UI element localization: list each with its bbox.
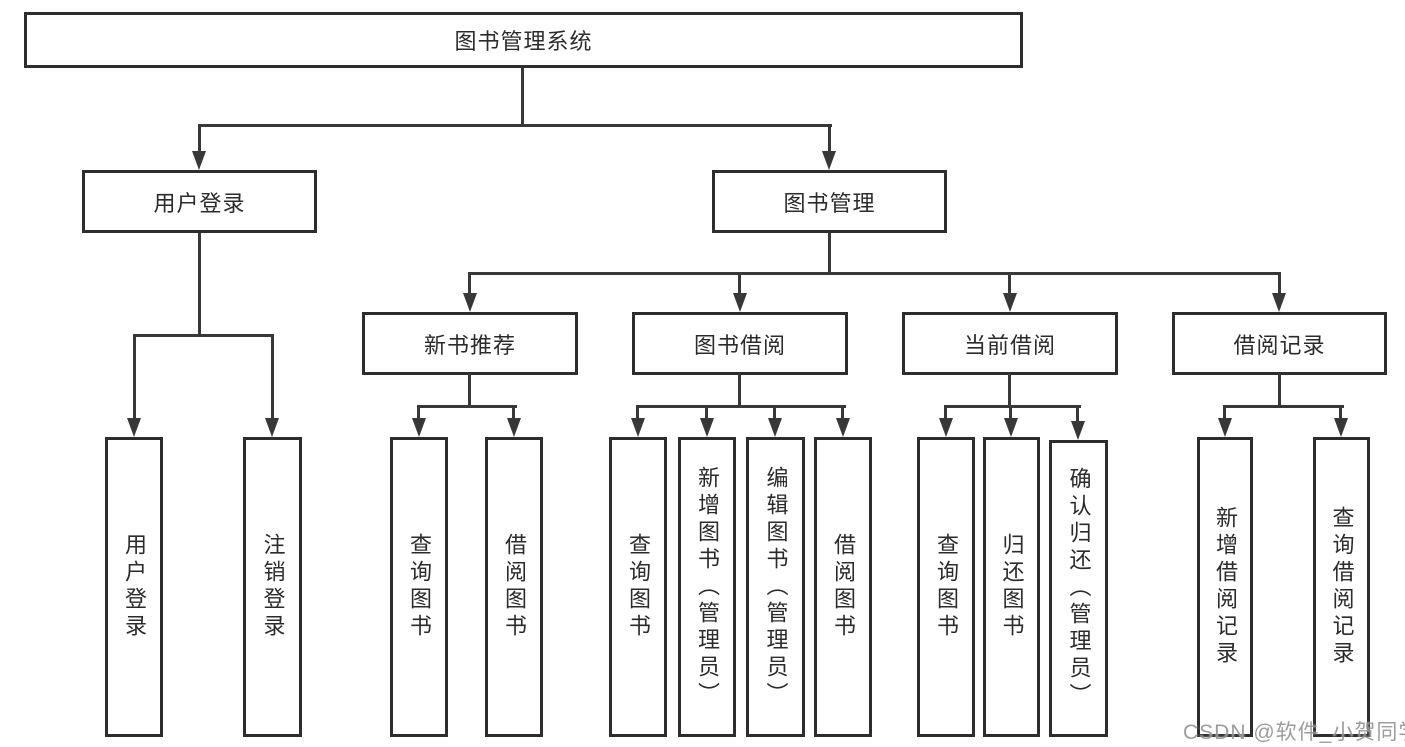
connector-line: [468, 272, 1281, 275]
node-current-borrowing: 当前借阅: [902, 312, 1118, 375]
connector-line: [468, 373, 471, 407]
connector-line: [133, 334, 274, 337]
connector-line: [738, 272, 741, 295]
node-label: 注销登录: [260, 533, 286, 641]
node-label: 归还图书: [999, 533, 1025, 641]
connector-line: [841, 405, 844, 420]
node-user-login: 用户登录: [82, 170, 317, 233]
node-label: 借阅图书: [502, 533, 527, 641]
connector-arrow: [463, 293, 477, 312]
leaf-confirm-return-admin: 确认归还（管理员）: [1049, 440, 1108, 737]
connector-line: [417, 405, 420, 420]
connector-line: [1223, 405, 1226, 420]
connector-arrow: [1334, 418, 1348, 437]
connector-line: [1223, 405, 1344, 408]
connector-arrow: [1272, 293, 1286, 312]
connector-line: [1339, 405, 1342, 420]
node-label: 新增借阅记录: [1213, 506, 1238, 668]
connector-line: [636, 405, 846, 408]
node-label: 图书管理: [783, 190, 876, 216]
connector-arrow: [631, 418, 645, 437]
leaf-query-books-2: 查询图书: [609, 437, 667, 737]
connector-arrow: [507, 418, 521, 437]
node-label: 当前借阅: [963, 332, 1056, 358]
connector-arrow: [192, 151, 206, 170]
node-label: 图书借阅: [693, 332, 786, 358]
connector-line: [738, 373, 741, 407]
node-label: 借阅记录: [1233, 332, 1326, 358]
node-label: 编辑图书（管理员）: [763, 465, 789, 709]
connector-line: [1009, 405, 1012, 420]
connector-line: [828, 124, 831, 153]
node-label: 确认归还（管理员）: [1066, 467, 1092, 710]
node-label: 图书管理系统: [454, 29, 593, 54]
connector-arrow: [1004, 418, 1018, 437]
node-new-book-recommend: 新书推荐: [362, 312, 578, 375]
connector-arrow: [127, 418, 141, 437]
connector-arrow: [836, 418, 850, 437]
leaf-edit-books-admin: 编辑图书（管理员）: [746, 437, 805, 737]
connector-line: [828, 233, 831, 274]
connector-line: [1076, 405, 1079, 422]
connector-line: [1008, 272, 1011, 295]
connector-arrow: [1218, 418, 1232, 437]
connector-line: [705, 405, 708, 420]
node-label: 用户登录: [153, 190, 246, 216]
leaf-user-login: 用户登录: [105, 437, 163, 737]
node-label: 用户登录: [122, 533, 147, 641]
connector-line: [944, 405, 1081, 408]
connector-line: [417, 405, 517, 408]
leaf-add-borrow-record: 新增借阅记录: [1197, 437, 1253, 737]
watermark-text: CSDN @软件_小贺同学: [1183, 721, 1405, 744]
connector-arrow: [822, 151, 836, 170]
node-label: 新增图书（管理员）: [695, 465, 720, 709]
connector-arrow: [1071, 421, 1085, 440]
node-label: 查询图书: [626, 533, 651, 641]
leaf-query-borrow-record: 查询借阅记录: [1313, 437, 1370, 737]
connector-arrow: [700, 418, 714, 437]
node-book-borrowing: 图书借阅: [632, 312, 848, 375]
node-label: 借阅图书: [831, 533, 856, 641]
node-borrow-records: 借阅记录: [1172, 312, 1387, 375]
node-label: 查询借阅记录: [1329, 506, 1355, 668]
connector-line: [944, 405, 947, 420]
leaf-borrow-books-1: 借阅图书: [485, 437, 543, 737]
leaf-add-books-admin: 新增图书（管理员）: [678, 437, 736, 737]
connector-line: [636, 405, 639, 420]
leaf-logout: 注销登录: [243, 437, 302, 737]
connector-arrow: [768, 418, 782, 437]
connector-line: [198, 233, 201, 336]
connector-line: [512, 405, 515, 420]
leaf-borrow-books-2: 借阅图书: [814, 437, 872, 737]
connector-line: [198, 124, 832, 127]
connector-line: [1278, 373, 1281, 407]
connector-line: [133, 334, 136, 419]
connector-arrow: [939, 418, 953, 437]
connector-arrow: [265, 418, 279, 437]
leaf-return-books: 归还图书: [983, 437, 1040, 737]
connector-line: [773, 405, 776, 420]
connector-line: [198, 124, 201, 153]
connector-arrow: [1003, 293, 1017, 312]
connector-line: [1278, 272, 1281, 295]
node-label: 新书推荐: [423, 332, 516, 358]
node-root-library-system: 图书管理系统: [24, 12, 1023, 68]
connector-line: [271, 334, 274, 419]
connector-line: [1008, 373, 1011, 407]
connector-arrow: [412, 418, 426, 437]
leaf-query-books-3: 查询图书: [917, 437, 975, 737]
node-label: 查询图书: [407, 533, 432, 641]
leaf-query-books-1: 查询图书: [390, 437, 448, 737]
connector-line: [468, 272, 471, 295]
connector-arrow: [733, 293, 747, 312]
node-book-management: 图书管理: [712, 170, 947, 233]
node-label: 查询图书: [934, 533, 959, 641]
connector-line: [521, 68, 524, 126]
